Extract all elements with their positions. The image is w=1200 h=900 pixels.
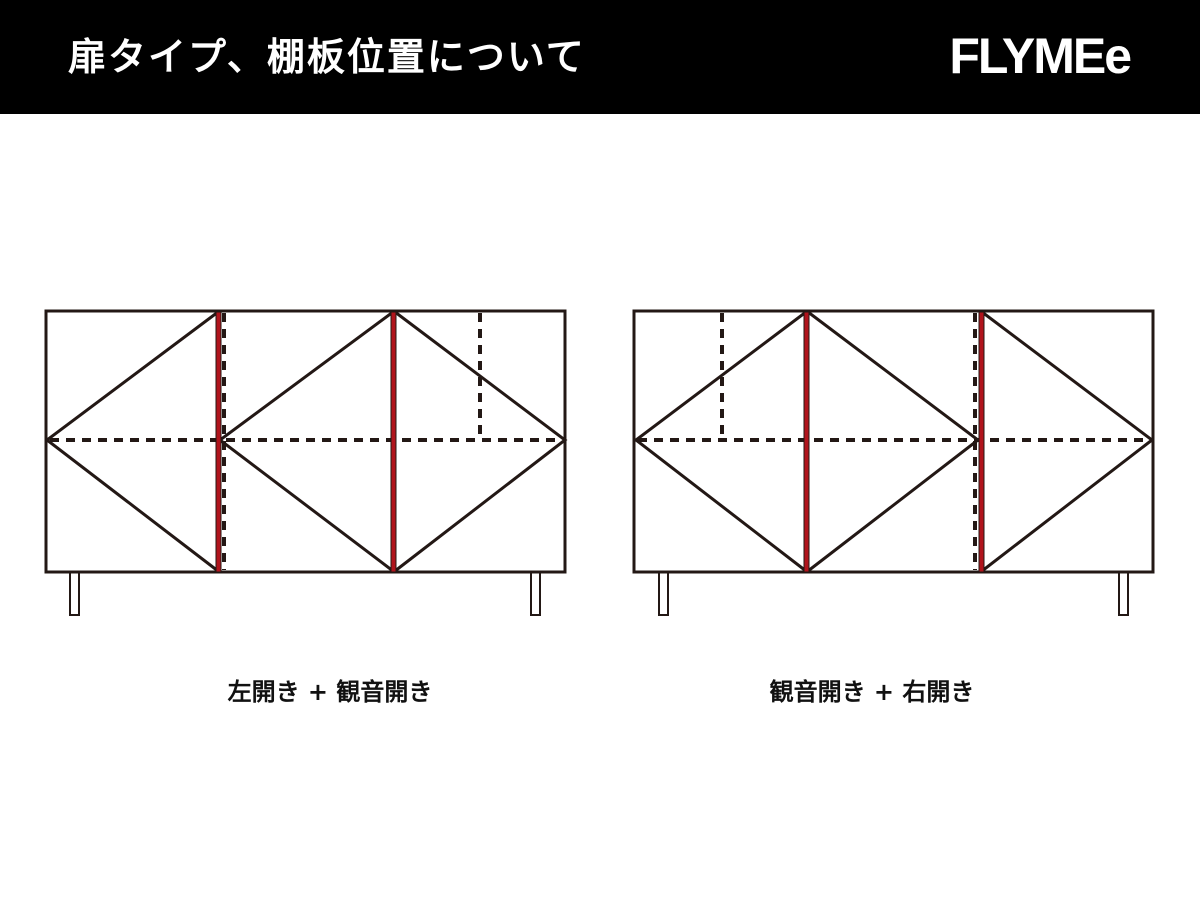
cabinet-right-leg-right bbox=[1118, 571, 1129, 616]
cabinet-right-leg-left bbox=[658, 571, 669, 616]
cabinet-left-shelf-lines bbox=[50, 313, 562, 570]
diagram-caption-right: 観音開き + 右開き bbox=[769, 678, 975, 706]
cabinet-left-body bbox=[44, 309, 567, 574]
cabinet-right-shelf-lines bbox=[638, 313, 1150, 570]
diagram-caption-left: 左開き + 観音開き bbox=[227, 678, 433, 706]
cabinet-right bbox=[632, 309, 1155, 616]
header-bar: 扉タイプ、棚板位置について FLYMEe bbox=[0, 0, 1200, 114]
cabinet-left-leg-left bbox=[69, 571, 80, 616]
brand-logo: FLYMEe bbox=[949, 28, 1132, 84]
page-title: 扉タイプ、棚板位置について bbox=[68, 35, 586, 79]
cabinet-left bbox=[44, 309, 568, 616]
cabinet-right-hinge-edges bbox=[803, 311, 985, 573]
cabinet-left-leg-right bbox=[530, 571, 541, 616]
cabinet-left-hinge-edges bbox=[215, 311, 397, 573]
cabinet-right-body bbox=[632, 309, 1155, 574]
